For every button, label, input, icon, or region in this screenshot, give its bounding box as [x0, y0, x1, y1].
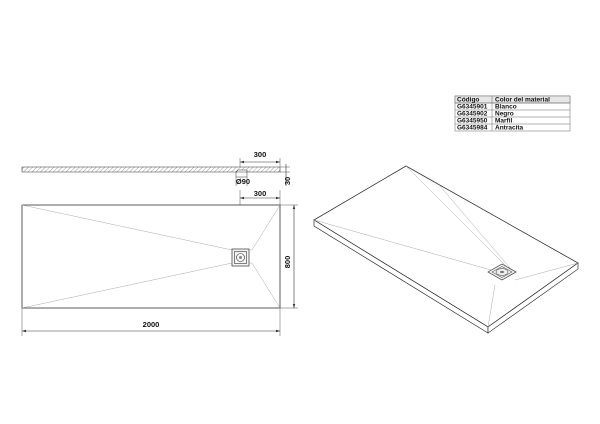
dim-drain-diameter: Ø90 [236, 177, 250, 186]
tray-outline-plan [21, 204, 281, 309]
dim-drain-offset-plan: 300 [254, 189, 267, 198]
table-cell-code-3: G6345950 [457, 118, 488, 125]
dim-thickness: 30 [283, 177, 292, 185]
table-cell-code-1: G6345901 [457, 104, 488, 111]
table-cell-color-4: Antracita [495, 125, 524, 132]
isometric-view [313, 165, 579, 334]
drain-section [235, 171, 248, 178]
plan-view: 300 800 2000 [21, 189, 298, 336]
side-section-view: 300 30 Ø90 [21, 150, 292, 186]
material-table: Código Color del material G6345901 Blanc… [454, 95, 571, 132]
drain-iso [487, 263, 517, 281]
table-cell-color-2: Negro [495, 111, 514, 118]
table-header-code: Código [457, 97, 479, 104]
dim-length: 2000 [143, 320, 160, 329]
table-cell-code-4: G6345984 [457, 125, 488, 132]
tray-section [21, 166, 281, 173]
table-cell-color-3: Marfil [495, 118, 513, 125]
table-cell-color-1: Blanco [495, 104, 517, 111]
drain-plan [231, 248, 250, 267]
table-cell-code-2: G6345902 [457, 111, 488, 118]
tray-side-edge [487, 262, 579, 334]
dim-width: 800 [283, 256, 292, 269]
dim-drain-offset-top: 300 [254, 150, 267, 159]
table-header-color: Color del material [495, 97, 550, 104]
